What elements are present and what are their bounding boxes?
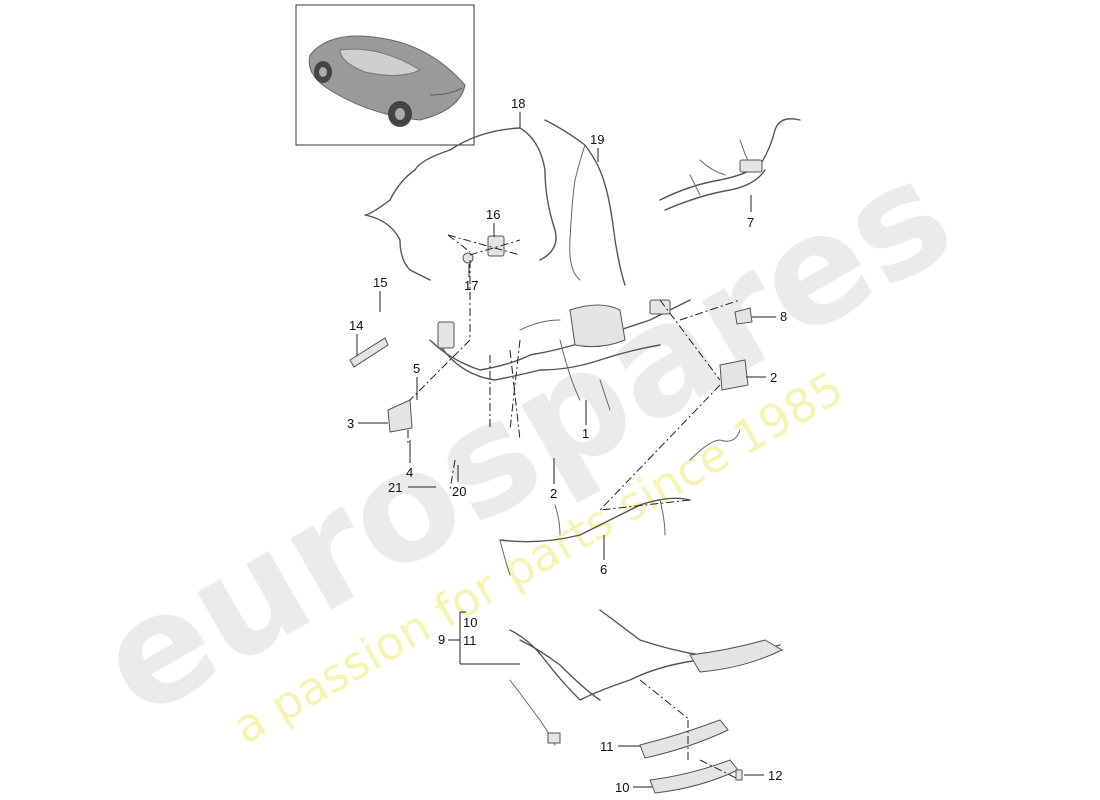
watermark-logo: eurospares (71, 126, 979, 751)
callout-17: 17 (464, 264, 478, 293)
callout-3: 3 (347, 416, 388, 431)
callout-2-lower: 2 (550, 458, 557, 501)
assembly-lines (407, 234, 741, 781)
part-3-bracket (387, 399, 413, 433)
svg-text:6: 6 (600, 562, 607, 577)
harness-6 (499, 429, 741, 576)
svg-text:12: 12 (768, 768, 782, 783)
callout-15: 15 (373, 275, 387, 312)
svg-text:21: 21 (388, 480, 402, 495)
svg-text:11: 11 (463, 633, 477, 648)
callout-7: 7 (747, 195, 754, 230)
callout-4: 4 (406, 440, 413, 480)
svg-text:20: 20 (452, 484, 466, 499)
harness-1 (429, 299, 691, 411)
part-11-bracket (639, 719, 729, 759)
callout-9-group: 9 10 11 (438, 611, 520, 665)
callout-14: 14 (349, 318, 363, 356)
car-icon (308, 35, 466, 127)
vehicle-thumbnail (295, 4, 475, 146)
svg-text:5: 5 (413, 361, 420, 376)
callout-19: 19 (590, 132, 604, 162)
callout-21: 21 (388, 480, 436, 495)
svg-text:9: 9 (438, 632, 445, 647)
svg-text:1: 1 (582, 426, 589, 441)
svg-text:8: 8 (780, 309, 787, 324)
callout-11: 11 (600, 739, 640, 754)
svg-text:18: 18 (511, 96, 525, 111)
svg-text:2: 2 (770, 370, 777, 385)
svg-text:14: 14 (349, 318, 363, 333)
callout-10: 10 (615, 780, 652, 795)
svg-text:2: 2 (550, 486, 557, 501)
part-14-bracket (349, 337, 389, 368)
svg-text:16: 16 (486, 207, 500, 222)
callout-12: 12 (735, 768, 782, 783)
svg-text:4: 4 (406, 465, 413, 480)
harness-19 (544, 119, 626, 286)
svg-text:17: 17 (464, 278, 478, 293)
callout-8: 8 (752, 309, 787, 324)
callout-5: 5 (413, 361, 420, 400)
harness-9 (509, 609, 784, 746)
svg-text:7: 7 (747, 215, 754, 230)
callout-20: 20 (452, 465, 466, 499)
callout-1: 1 (582, 400, 589, 441)
callout-18: 18 (511, 96, 525, 128)
part-8-clip (734, 307, 753, 325)
watermark: eurospares a passion for parts since 198… (71, 126, 979, 754)
svg-text:3: 3 (347, 416, 354, 431)
part-2-bracket (719, 359, 749, 391)
svg-text:11: 11 (600, 739, 614, 754)
svg-text:10: 10 (615, 780, 629, 795)
part-10-bracket (649, 759, 739, 794)
svg-text:15: 15 (373, 275, 387, 290)
callout-6: 6 (600, 535, 607, 577)
svg-text:10: 10 (463, 615, 477, 630)
harness-7 (659, 118, 801, 211)
callout-16: 16 (486, 207, 500, 237)
part-16-clip (487, 235, 505, 257)
callout-2-right: 2 (746, 370, 777, 385)
svg-text:19: 19 (590, 132, 604, 147)
